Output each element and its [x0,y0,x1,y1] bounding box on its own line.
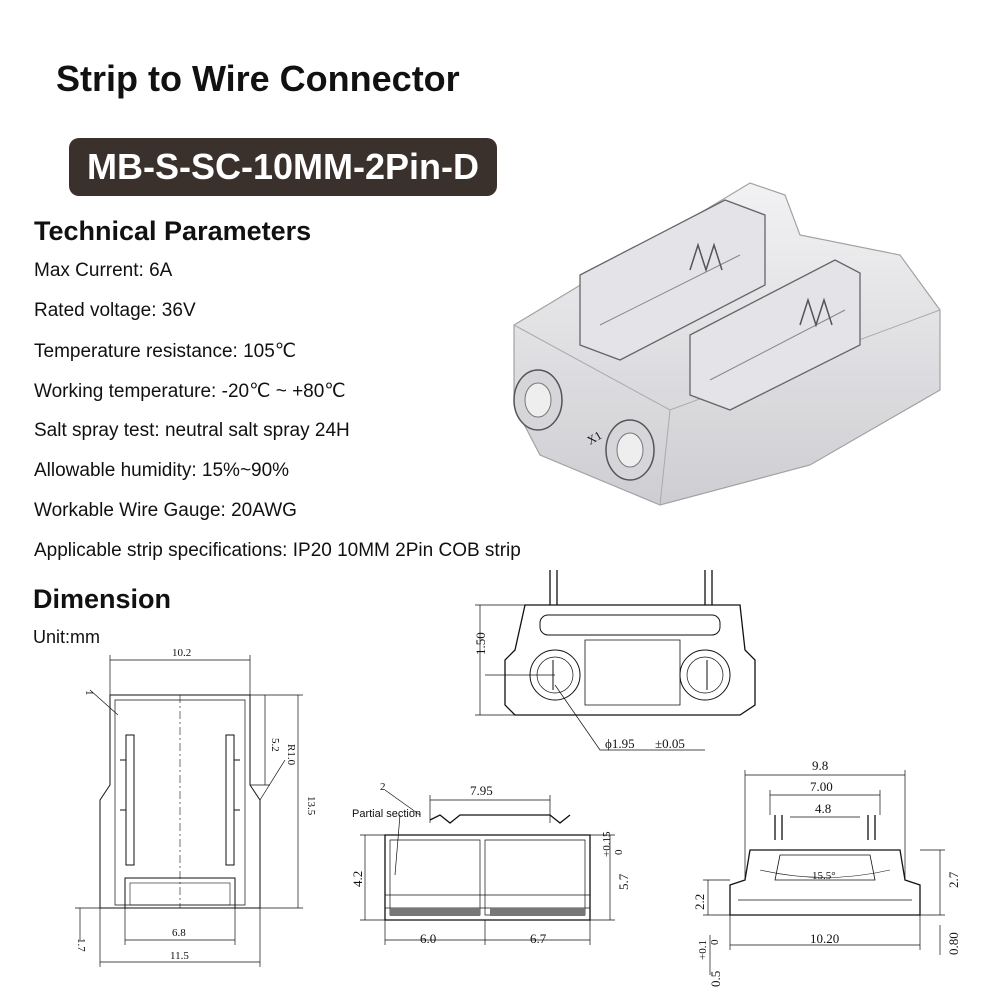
side-mid-width-label: 7.00 [810,779,833,794]
section-right-height-label: 5.7 [616,873,631,890]
param-temperature-resistance: Temperature resistance: 105℃ [34,341,297,362]
side-bottom-tol-plus: +0.1 [697,940,709,960]
partial-section-label: Partial section [352,808,421,820]
param-max-current: Max Current: 6A [34,260,173,281]
section-left-height-label: 4.2 [350,871,365,887]
unit-label: Unit:mm [33,627,100,647]
model-number: MB-S-SC-10MM-2Pin-D [87,146,479,187]
top-callout-1: 1 [83,690,95,696]
front-tolerance-label: ±0.05 [655,736,685,751]
front-diameter-label: ϕ1.95 [605,736,635,751]
param-strip-spec: Applicable strip specifications: IP20 10… [34,540,521,561]
param-salt-spray: Salt spray test: neutral salt spray 24H [34,420,350,441]
section-tol-zero: 0 [613,849,625,855]
param-rated-voltage: Rated voltage: 36V [34,300,196,321]
side-angle-label: 15.5° [812,870,836,882]
top-radius-label: R1.0 [285,744,297,766]
side-bottom-left-label: 0.5 [708,971,723,987]
section-left-width-label: 6.0 [420,931,436,946]
top-width-label: 10.2 [172,647,191,659]
page-title: Strip to Wire Connector [56,58,460,99]
connector-3d-illustration: X1 [513,182,941,506]
side-left-height-label: 2.2 [692,894,707,910]
top-height-label: 13.5 [305,796,317,816]
top-bottom-width-label: 11.5 [170,950,189,962]
front-height-label: 1.50 [473,632,488,655]
section-tol-plus: +0.15 [601,831,613,857]
top-bottom-margin-label: 1.7 [75,938,87,952]
side-bottom-tol-zero: 0 [709,939,721,945]
side-bottom-right-label: 0.80 [946,932,961,955]
technical-heading: Technical Parameters [34,216,312,246]
section-view-drawing: 2 Partial section 7.95 4.2 5.7 +0.15 0 6… [350,781,631,946]
param-wire-gauge: Workable Wire Gauge: 20AWG [34,500,297,521]
front-view-drawing: 1.50 ϕ1.95 ±0.05 [473,570,756,751]
side-view-drawing: 9.8 7.00 4.8 15.5° 2.7 2.2 10.20 0.80 0.… [692,758,961,987]
dimension-heading: Dimension [33,584,172,614]
top-view-drawing: 10.2 6.8 11.5 13.5 5.2 R1.0 1.7 1 [75,647,317,967]
side-inner-width-label: 4.8 [815,801,831,816]
side-bottom-width-label: 10.20 [810,931,839,946]
top-step-label: 5.2 [269,738,281,752]
param-working-temperature: Working temperature: -20℃ ~ +80℃ [34,381,346,402]
param-humidity: Allowable humidity: 15%~90% [34,460,290,481]
section-right-width-label: 6.7 [530,931,547,946]
top-inner-width-label: 6.8 [172,927,186,939]
section-top-label: 7.95 [470,783,493,798]
model-badge: MB-S-SC-10MM-2Pin-D [69,138,497,196]
section-callout-2: 2 [380,781,386,793]
side-total-width-label: 9.8 [812,758,828,773]
svg-text:X1: X1 [585,428,605,447]
side-right-height-label: 2.7 [946,871,961,888]
